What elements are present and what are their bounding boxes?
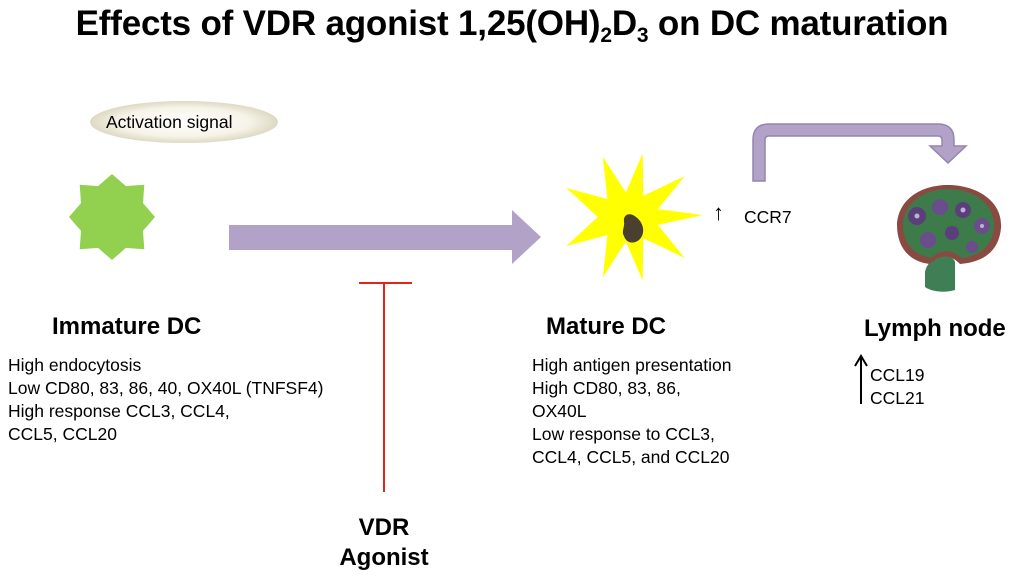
description-line: High endocytosis	[8, 355, 142, 375]
immature-dc-cell-icon	[69, 174, 155, 260]
immature-dc-description: High endocytosis Low CD80, 83, 86, 40, O…	[8, 354, 323, 446]
description-line: CCL4, CCL5, and CCL20	[532, 447, 730, 467]
description-line: High response CCL3, CCL4,	[8, 401, 230, 421]
lymph-node-icon	[897, 185, 1002, 292]
maturation-arrow	[229, 210, 541, 264]
description-line: OX40L	[532, 401, 587, 421]
immature-dc-label: Immature DC	[52, 313, 202, 340]
nucleus-icon	[622, 214, 644, 243]
mature-dc-label: Mature DC	[546, 313, 667, 340]
ccr7-label: CCR7	[744, 207, 792, 227]
migration-arrow	[752, 123, 968, 182]
lymph-node-label: Lymph node	[864, 315, 1006, 342]
activation-signal-label: Activation signal	[106, 112, 233, 132]
vdr-agonist-line: VDR	[358, 514, 410, 541]
description-line: Low CD80, 83, 86, 40, OX40L (TNFSF4)	[8, 378, 324, 398]
mature-dc-description: High antigen presentation High CD80, 83,…	[532, 354, 731, 469]
description-line: High CD80, 83, 86,	[532, 378, 681, 398]
lymph-node-chemokines: CCL19 CCL21	[870, 364, 924, 410]
description-line: CCL5, CCL20	[8, 424, 117, 444]
chemokine-item: CCL21	[870, 388, 925, 408]
description-line: High antigen presentation	[532, 355, 732, 375]
description-line: Low response to CCL3,	[532, 424, 715, 444]
lymph-up-arrow-head	[854, 354, 868, 367]
ccr7-up-arrow-icon: ↑	[713, 200, 724, 225]
vdr-agonist-line: Agonist	[339, 544, 429, 571]
vdr-agonist-label: VDR Agonist	[304, 513, 464, 573]
page-title: Effects of VDR agonist 1,25(OH)2D3 on DC…	[75, 4, 949, 47]
activation-signal-pill	[90, 101, 278, 143]
chemokine-item: CCL19	[870, 365, 925, 385]
